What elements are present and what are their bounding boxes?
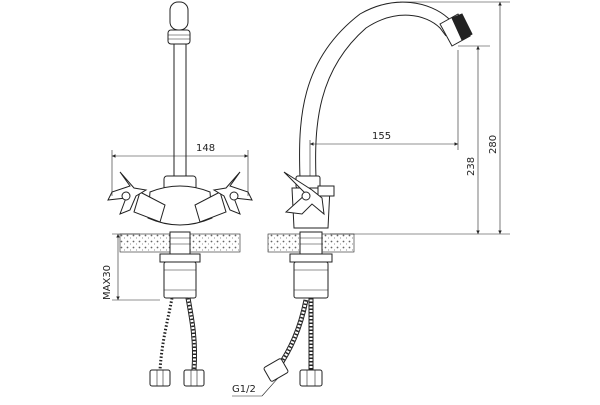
front-spout-tip [169, 1, 189, 31]
dimension-front-width: 148 [111, 143, 249, 196]
front-left-fitting [149, 369, 171, 387]
thread-callout: G1/2 [232, 377, 279, 397]
side-aerator-icon [439, 13, 473, 47]
front-right-fitting [183, 369, 205, 387]
front-aerator [167, 29, 191, 45]
front-shank [169, 231, 191, 255]
dimension-total-height: 280 [400, 1, 510, 235]
thread-g12-label: G1/2 [232, 384, 256, 395]
front-right-hose [185, 297, 198, 371]
dimension-238-label: 238 [466, 157, 477, 176]
front-view [107, 1, 253, 387]
side-straight-fitting [299, 369, 323, 387]
front-left-valve [133, 191, 166, 223]
front-body [147, 185, 213, 226]
side-lock-nut [289, 253, 333, 263]
front-lock-nut [159, 253, 201, 263]
dimension-max30-label: MAX30 [102, 265, 113, 300]
side-angled-fitting [263, 358, 289, 382]
front-spout-tube [173, 43, 187, 179]
side-view [263, 1, 473, 387]
dimension-280-label: 280 [488, 135, 499, 154]
side-angled-hose [275, 299, 309, 370]
side-valve-cap [317, 185, 335, 197]
side-shank [299, 231, 323, 255]
front-mount-nut [163, 261, 197, 299]
front-left-handle-icon [107, 171, 148, 215]
front-right-handle-icon [212, 171, 253, 215]
side-spout-outer [299, 1, 459, 179]
front-left-hose [158, 297, 174, 371]
side-handle-icon [283, 171, 325, 216]
front-right-valve [194, 191, 227, 223]
dimension-side-reach: 155 [309, 50, 459, 176]
dimension-155-label: 155 [372, 131, 391, 142]
dimension-max-counter: MAX30 [102, 233, 160, 301]
dimension-148-label: 148 [196, 143, 215, 154]
side-mount-nut [293, 261, 329, 299]
side-spout-inner [315, 14, 447, 179]
dimension-spout-height: 238 [330, 45, 490, 235]
